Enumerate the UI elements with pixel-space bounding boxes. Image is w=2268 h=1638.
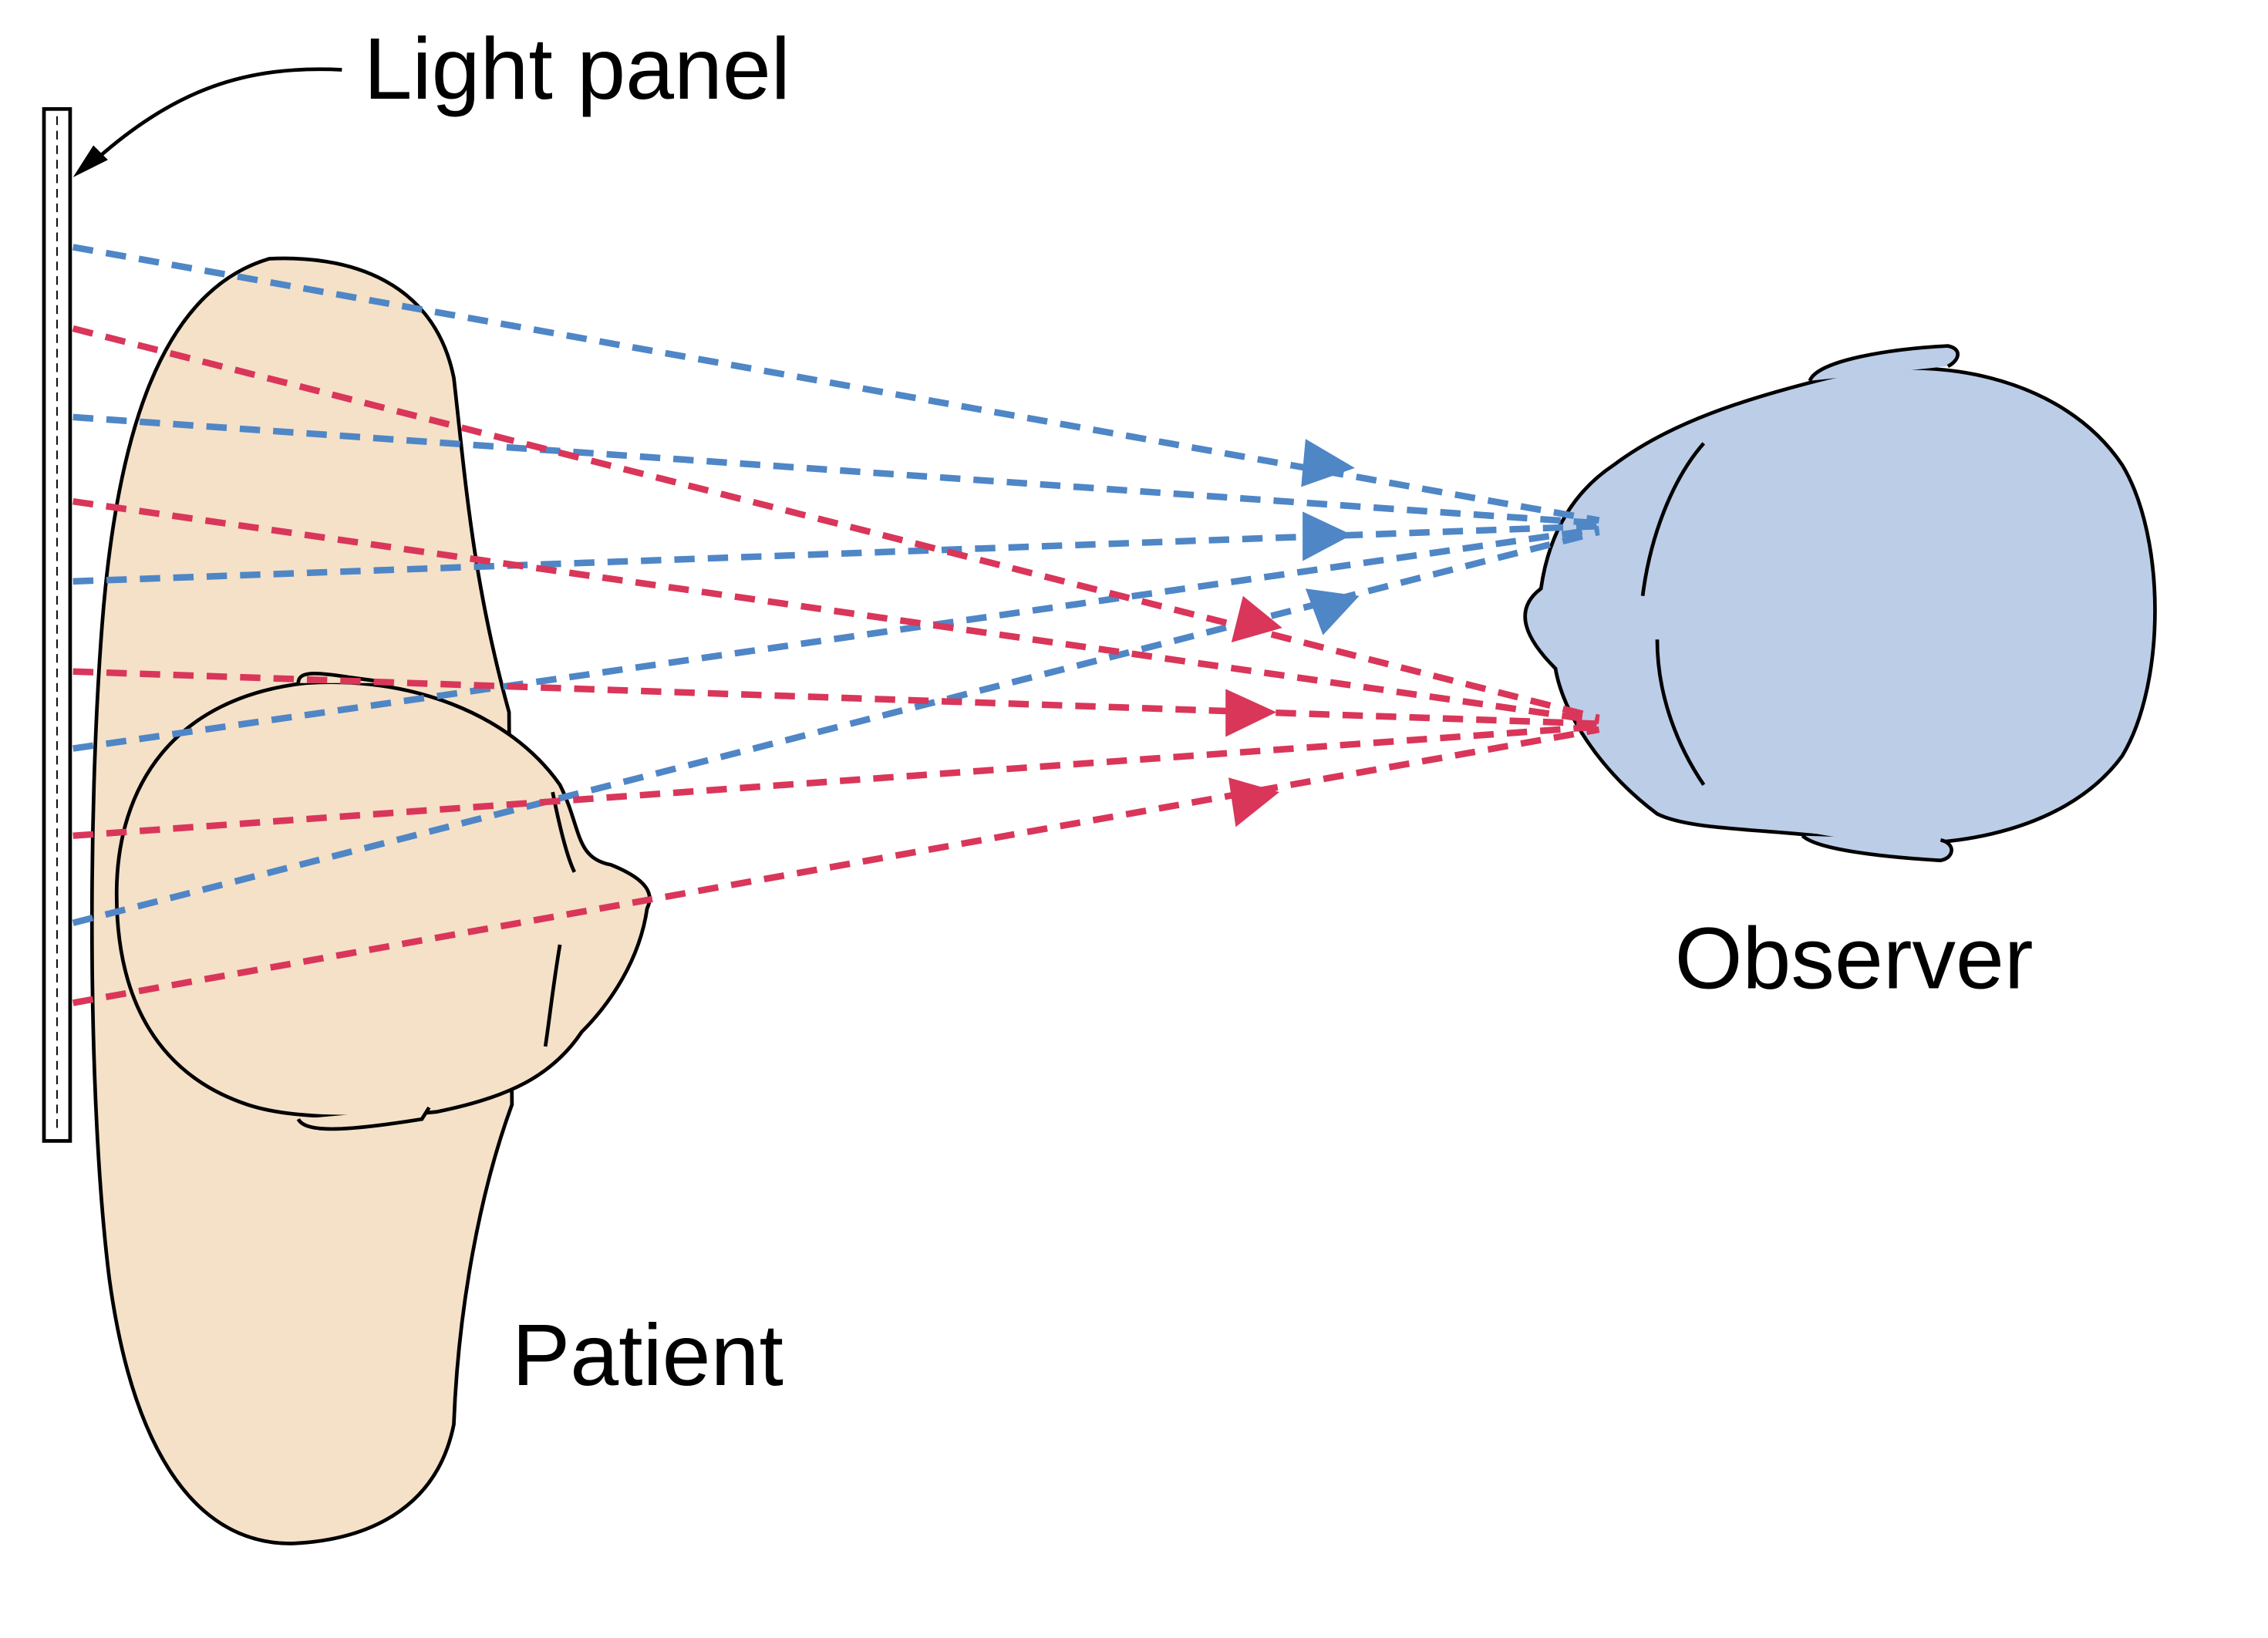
observer-eye-top (1640, 442, 1706, 596)
patient-label: Patient (512, 1306, 784, 1404)
red-ray (72, 726, 1600, 1006)
patient-ear-bottom (296, 1106, 431, 1131)
arrowhead (1305, 588, 1360, 635)
red-rays (72, 325, 1600, 1006)
observer-head (1523, 366, 2157, 846)
red-arrowheads (1225, 595, 1282, 827)
red-ray (72, 723, 1599, 839)
observer-ear-top (1808, 344, 1960, 382)
arrowhead (1228, 777, 1279, 827)
observer-label: Observer (1675, 910, 2034, 1007)
arrowhead (1231, 595, 1282, 643)
arrowhead (1301, 439, 1355, 487)
observer-ear-bottom (1801, 834, 1953, 863)
red-ray (72, 498, 1600, 724)
red-ray (72, 325, 1600, 722)
blue-ray (72, 413, 1599, 527)
blue-ray (72, 244, 1600, 524)
arrowhead (72, 145, 108, 177)
arrowhead (1225, 689, 1277, 737)
patient-eye-bottom (543, 944, 562, 1047)
red-ray (72, 668, 1599, 727)
patient-head (114, 680, 652, 1119)
light-panel-label: Light panel (364, 20, 790, 117)
observer-eye-bottom (1655, 639, 1706, 787)
blue-arrowheads (1301, 439, 1360, 635)
arrowhead (1302, 511, 1353, 561)
blue-ray (72, 525, 1600, 752)
leader-arrow (86, 67, 342, 169)
